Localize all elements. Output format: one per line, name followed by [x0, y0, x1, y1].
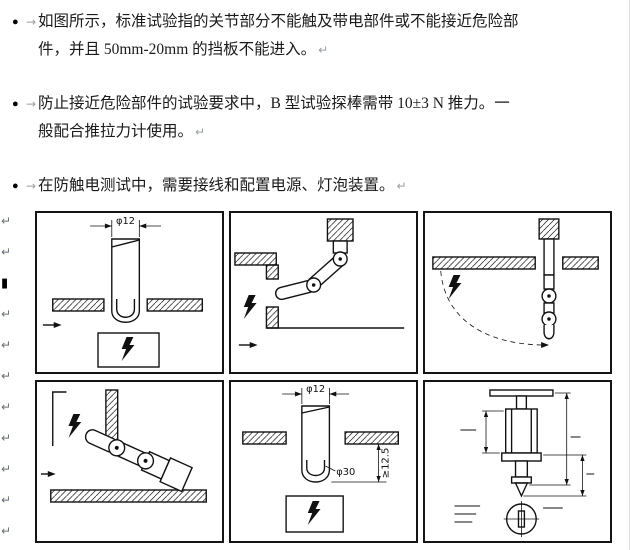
- bullet-paragraph-2[interactable]: ● →防止接近危险部件的试验要求中，B 型试验探棒需带 10±3 N 推力。一 般…: [12, 90, 619, 146]
- lightning-bolt-icon: [121, 337, 135, 361]
- sweep-arc: [440, 270, 544, 346]
- paragraph-mark-icon: ↵: [1, 338, 12, 352]
- tip-detail-view: [503, 501, 540, 537]
- bullet-paragraph-1[interactable]: ● →如图所示，标准试验指的关节部分不能触及带电部件或不能接近危险部 件，并且 5…: [12, 8, 619, 64]
- paragraph-text: 般配合推拉力计使用。: [38, 123, 194, 140]
- test-finger-vertical-drawing: φ12: [42, 216, 204, 368]
- bullet-paragraph-3[interactable]: ● →在防触电测试中，需要接线和配置电源、灯泡装置。↵: [12, 172, 619, 200]
- tab-mark-icon: →: [26, 15, 37, 29]
- paragraph-mark-icon: ↵: [1, 369, 12, 383]
- barrier-left: [242, 431, 287, 445]
- anchor-block-icon: ▮: [1, 276, 9, 291]
- approach-arrow: [238, 342, 258, 348]
- paragraph-text: 件，并且 50mm-20mm 的挡板不能进入。: [38, 41, 317, 58]
- paragraph-mark-icon: ↵: [1, 524, 12, 538]
- jointed-test-finger: [84, 429, 193, 493]
- jointed-test-probe: [538, 218, 560, 340]
- paragraph-mark-icon: ↵: [1, 245, 12, 259]
- illegible-dimension-text: [454, 429, 595, 523]
- paragraph-mark-icon: ↵: [1, 493, 12, 507]
- barrier-wall-upper: [265, 264, 279, 280]
- tab-mark-icon: →: [26, 97, 37, 111]
- live-part-box: [97, 332, 160, 368]
- paragraph-end-mark-icon: ↵: [195, 125, 206, 139]
- lightning-bolt-icon: [448, 275, 462, 299]
- bullet-marker: ●: [12, 16, 19, 28]
- paragraph-mark-icon: ↵: [1, 462, 12, 476]
- probe-spec-drawing: [454, 389, 595, 537]
- dim-label: φ12: [306, 384, 325, 395]
- bullet-marker: ●: [12, 180, 19, 192]
- barrier-left: [52, 298, 105, 312]
- barrier-wall-lower: [265, 306, 279, 329]
- figure-panel-6[interactable]: [423, 380, 612, 543]
- barrier-right: [344, 431, 399, 445]
- probe-assembly: [489, 389, 554, 498]
- figure-panel-1[interactable]: φ12: [35, 211, 224, 374]
- approach-arrow: [42, 322, 62, 328]
- barrier-corner-line: [52, 391, 67, 446]
- probe-sweep-drawing: [432, 218, 599, 348]
- paragraph-mark-icon: ↵: [1, 431, 12, 445]
- paragraph-end-mark-icon: ↵: [318, 43, 329, 57]
- test-finger: [111, 238, 141, 323]
- lightning-bolt-icon: [307, 501, 321, 525]
- sweep-arrowhead: [541, 342, 549, 348]
- dim-label: ≥12.5: [381, 448, 392, 479]
- dimension-phi12: φ12: [282, 384, 350, 404]
- jointed-test-finger: [275, 218, 354, 301]
- lightning-bolt-icon: [68, 414, 82, 438]
- test-finger: [301, 405, 331, 483]
- dim-label: φ12: [116, 216, 135, 227]
- text-line: ● →如图所示，标准试验指的关节部分不能触及带电部件或不能接近危险部: [12, 8, 619, 36]
- jointed-finger-bent-drawing: [234, 218, 405, 348]
- barrier-top: [234, 252, 277, 266]
- figure-grid: φ12: [35, 211, 612, 543]
- paragraph-mark-icon: ↵: [1, 214, 12, 228]
- floor: [50, 489, 207, 503]
- figure-panel-5[interactable]: φ12 φ30 ≥12.5: [229, 380, 418, 543]
- dimension-lines: [482, 392, 587, 497]
- finger-on-floor-drawing: [40, 389, 207, 503]
- lightning-bolt-icon: [243, 295, 257, 319]
- barrier-right: [146, 298, 204, 312]
- live-part-box: [285, 495, 344, 533]
- figure-panel-2[interactable]: [229, 211, 418, 374]
- dimension-phi30: φ30: [325, 465, 355, 478]
- paragraph-text: 在防触电测试中，需要接线和配置电源、灯泡装置。: [38, 177, 395, 194]
- paragraph-end-mark-icon: ↵: [396, 179, 407, 193]
- approach-arrow: [40, 471, 56, 477]
- paragraph-text: 防止接近危险部件的试验要求中，B 型试验探棒需带 10±3 N 推力。一: [38, 95, 510, 112]
- finger-dimensions-drawing: φ12 φ30 ≥12.5: [242, 384, 399, 533]
- dimension-phi12: φ12: [90, 216, 161, 237]
- paragraph-mark-icon: ↵: [1, 400, 12, 414]
- paragraph-marks-column: ↵ ↵ ▮ ↵ ↵ ↵ ↵ ↵ ↵ ↵ ↵: [1, 206, 15, 547]
- barrier-left: [432, 256, 536, 270]
- dimension-depth: ≥12.5: [331, 444, 392, 483]
- paragraph-mark-icon: ↵: [1, 307, 12, 321]
- paragraph-text: 如图所示，标准试验指的关节部分不能触及带电部件或不能接近危险部: [38, 13, 519, 30]
- text-line: 般配合推拉力计使用。↵: [38, 118, 619, 146]
- text-line: ● →在防触电测试中，需要接线和配置电源、灯泡装置。↵: [12, 172, 619, 200]
- document-text-area[interactable]: ●→如图所示，标准试验指的关节部分不能触及带电部件或不能接近危险部 件，并且 5…: [0, 0, 629, 200]
- figure-panel-3[interactable]: [423, 211, 612, 374]
- text-line: 件，并且 50mm-20mm 的挡板不能进入。↵: [38, 36, 619, 64]
- bullet-marker: ●: [12, 98, 19, 110]
- tab-mark-icon: →: [26, 179, 37, 193]
- dim-label: φ30: [336, 467, 355, 478]
- figure-panel-4[interactable]: [35, 380, 224, 543]
- barrier-right: [562, 256, 599, 270]
- text-line: ● →防止接近危险部件的试验要求中，B 型试验探棒需带 10±3 N 推力。一: [12, 90, 619, 118]
